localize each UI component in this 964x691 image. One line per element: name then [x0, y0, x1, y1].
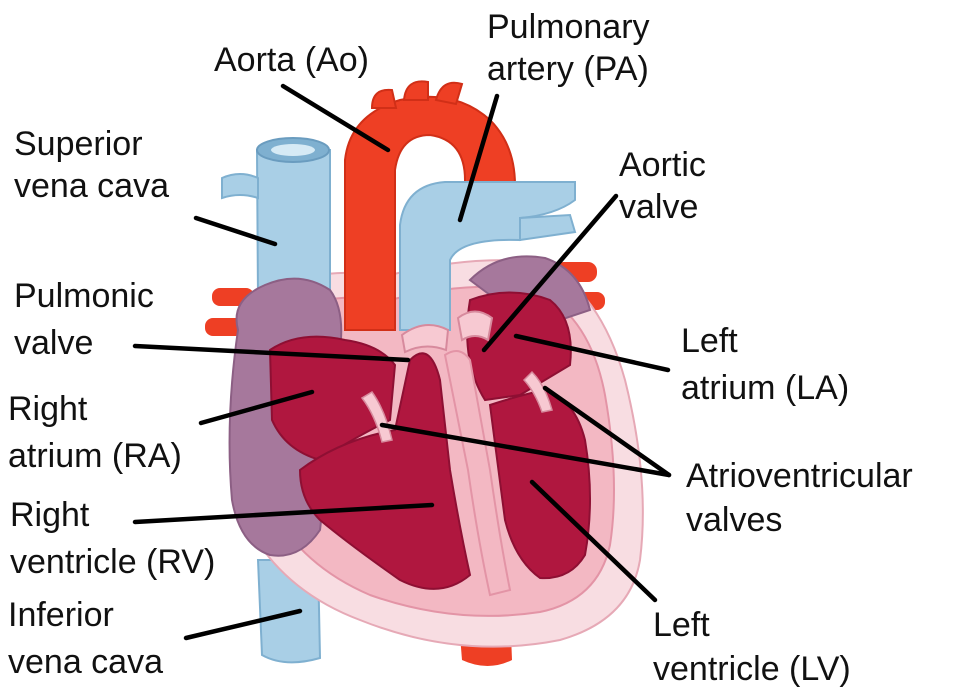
label-left-atrium: Left atrium (LA): [681, 322, 849, 407]
label-pulmonic-valve: Pulmonic valve: [14, 277, 163, 362]
label-aorta: Aorta (Ao): [214, 41, 369, 79]
label-left-ventricle: Left ventricle (LV): [653, 606, 851, 688]
superior-vena-cava-vessel: [257, 150, 330, 300]
label-aortic-valve: Aortic valve: [619, 146, 715, 226]
aortic-valve-shape: [458, 312, 492, 341]
label-right-ventricle: Right ventricle (RV): [10, 496, 215, 581]
superior-vena-cava-lumen: [271, 144, 315, 156]
label-pulmonary-artery: Pulmonary artery (PA): [487, 8, 659, 88]
label-inferior-vena-cava: Inferior vena cava: [8, 596, 163, 681]
pulmonary-artery-left-branch: [520, 215, 575, 240]
label-right-atrium: Right atrium (RA): [8, 390, 182, 475]
brachiocephalic-branch: [222, 174, 258, 198]
heart-illustration: [205, 81, 643, 666]
label-atrioventricular-valves: Atrioventricular valves: [686, 457, 922, 539]
label-superior-vena-cava: Superior vena cava: [14, 125, 169, 205]
